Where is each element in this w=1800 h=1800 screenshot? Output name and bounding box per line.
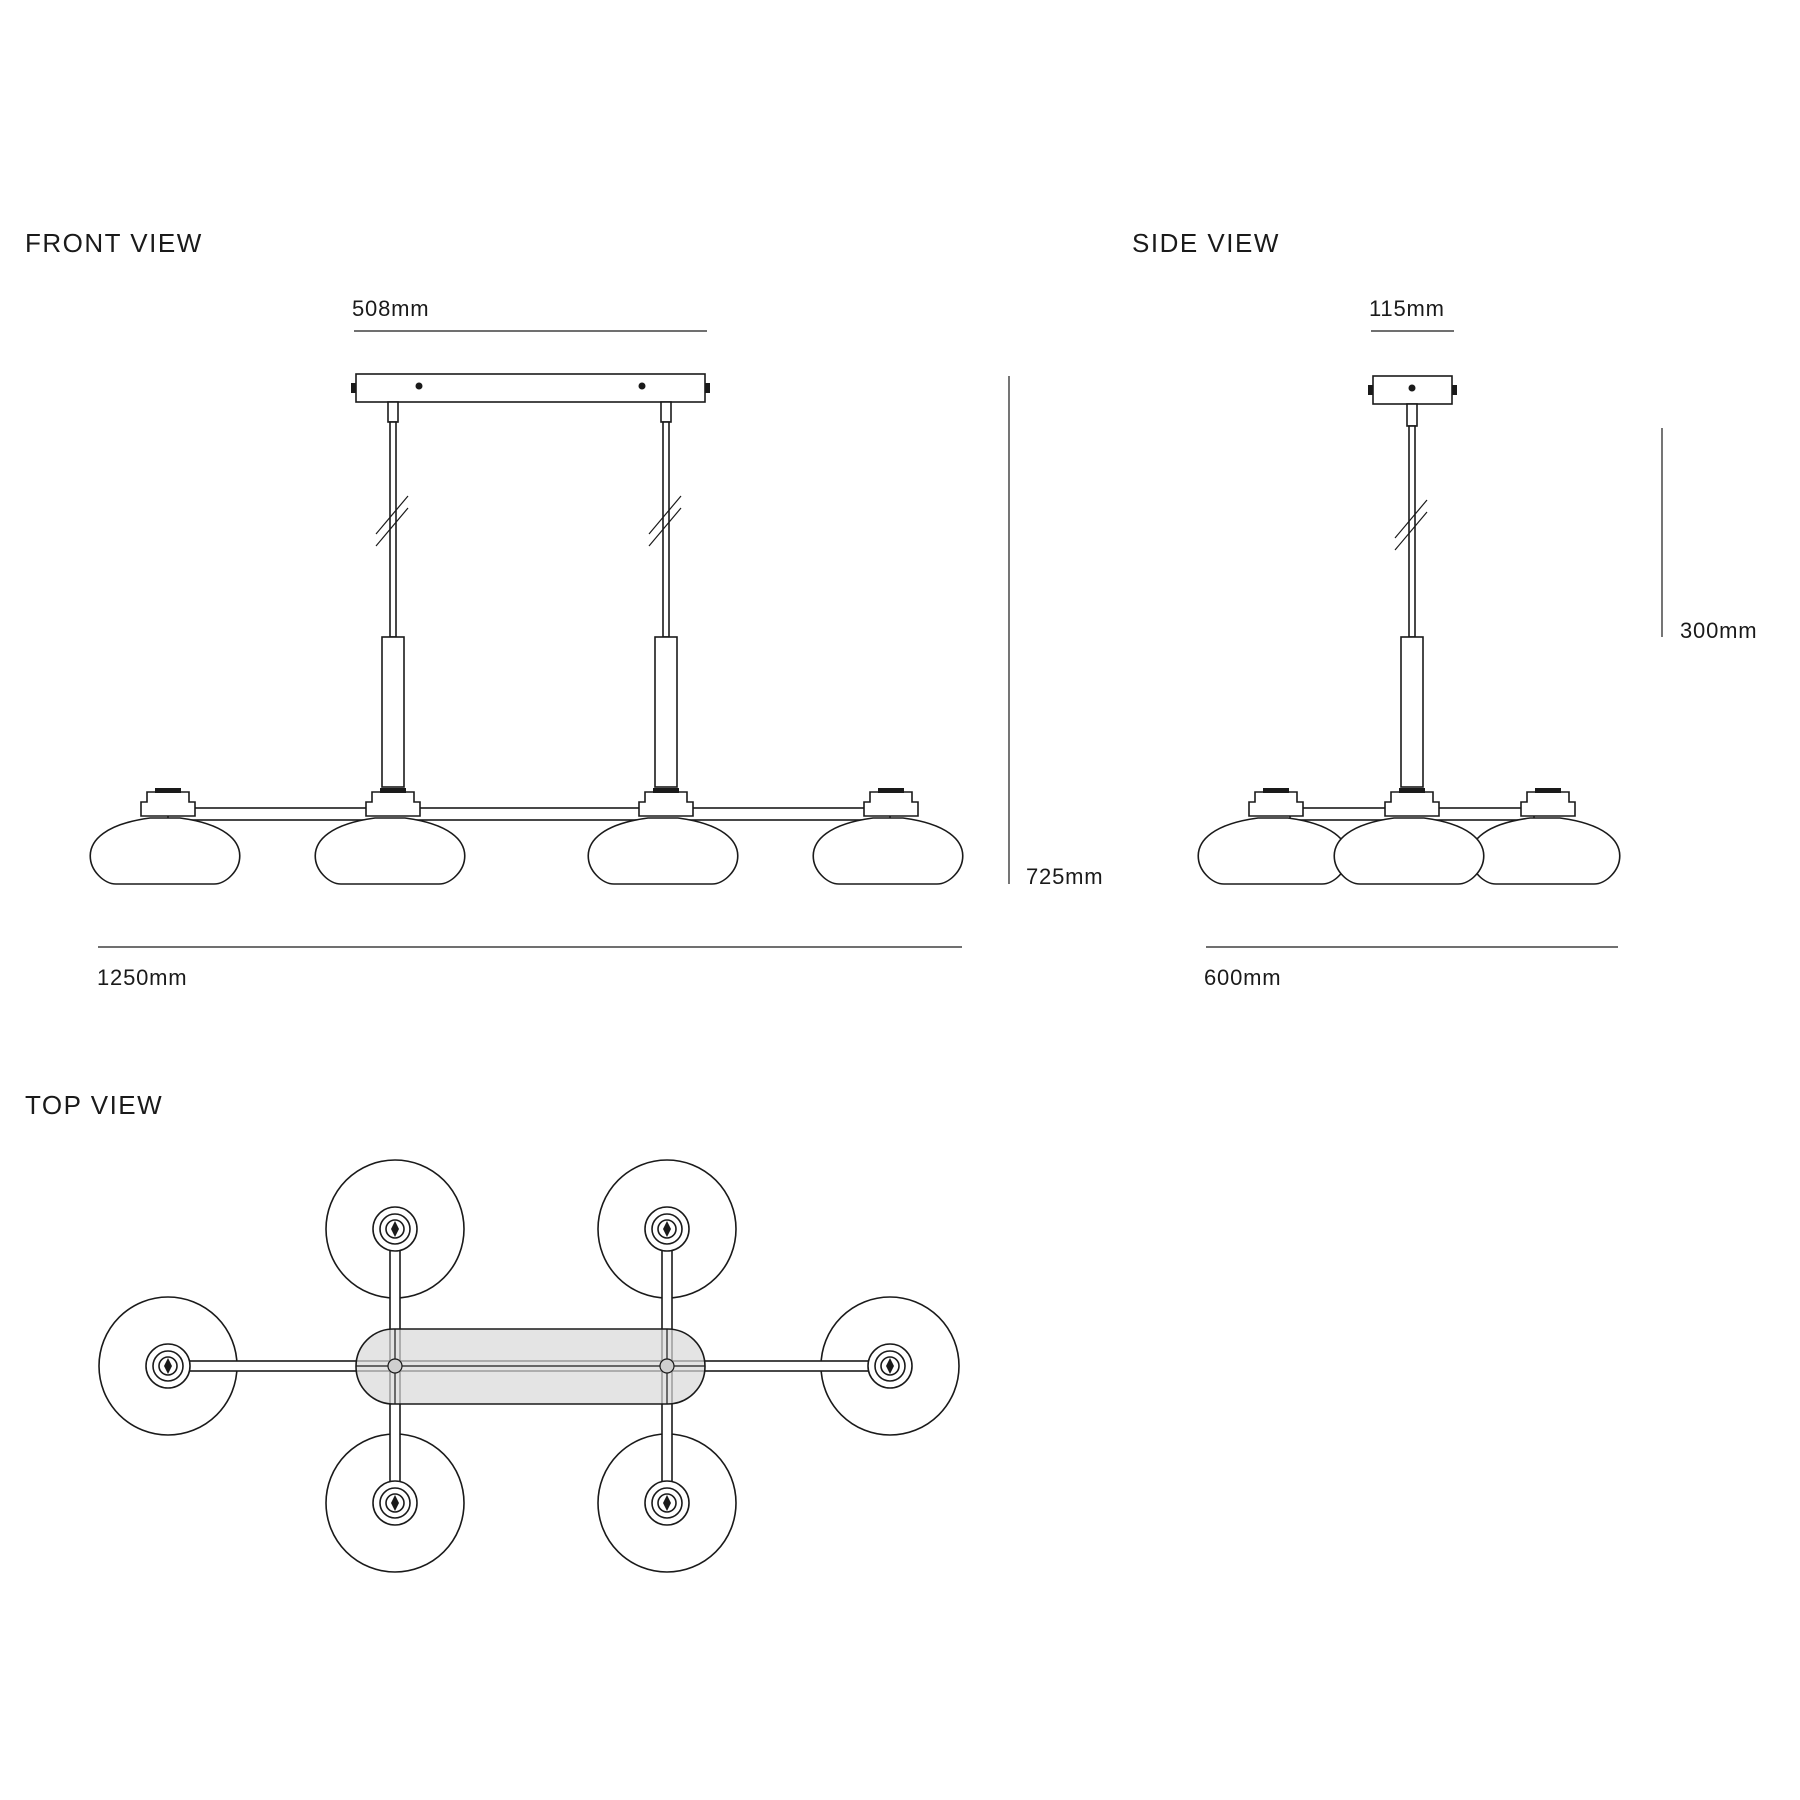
front-horizontal-bar	[167, 807, 891, 821]
front-suspension-rod-left	[375, 401, 409, 788]
top-socket-left	[145, 1343, 191, 1389]
front-canopy-dimension-label: 508mm	[352, 296, 429, 321]
front-height-dimension-label: 725mm	[1026, 864, 1103, 889]
front-canopy	[355, 373, 706, 403]
top-socket-lower-1	[372, 1480, 418, 1526]
front-suspension-rod-right	[648, 401, 682, 788]
top-socket-right	[867, 1343, 913, 1389]
front-view: FRONT VIEW 508mm	[25, 228, 1103, 990]
top-socket-upper-1	[372, 1206, 418, 1252]
side-suspension-rod	[1394, 403, 1428, 788]
front-view-title: FRONT VIEW	[25, 228, 203, 258]
top-socket-lower-2	[644, 1480, 690, 1526]
side-shade-left	[1197, 788, 1349, 885]
side-shade-center	[1333, 788, 1485, 885]
top-view-title: TOP VIEW	[25, 1090, 163, 1120]
top-view: TOP VIEW	[25, 1090, 960, 1573]
side-drop-dimension-label: 300mm	[1680, 618, 1757, 643]
side-canopy-dimension-label: 115mm	[1369, 296, 1445, 321]
side-view: SIDE VIEW 115mm	[1132, 228, 1757, 990]
top-socket-upper-2	[644, 1206, 690, 1252]
front-shade-4	[812, 788, 964, 885]
front-width-dimension-label: 1250mm	[97, 965, 187, 990]
side-shade-right	[1469, 788, 1621, 885]
front-shade-3	[587, 788, 739, 885]
side-view-title: SIDE VIEW	[1132, 228, 1280, 258]
front-shade-2	[314, 788, 466, 885]
front-shade-1	[89, 788, 241, 885]
side-width-dimension-label: 600mm	[1204, 965, 1281, 990]
